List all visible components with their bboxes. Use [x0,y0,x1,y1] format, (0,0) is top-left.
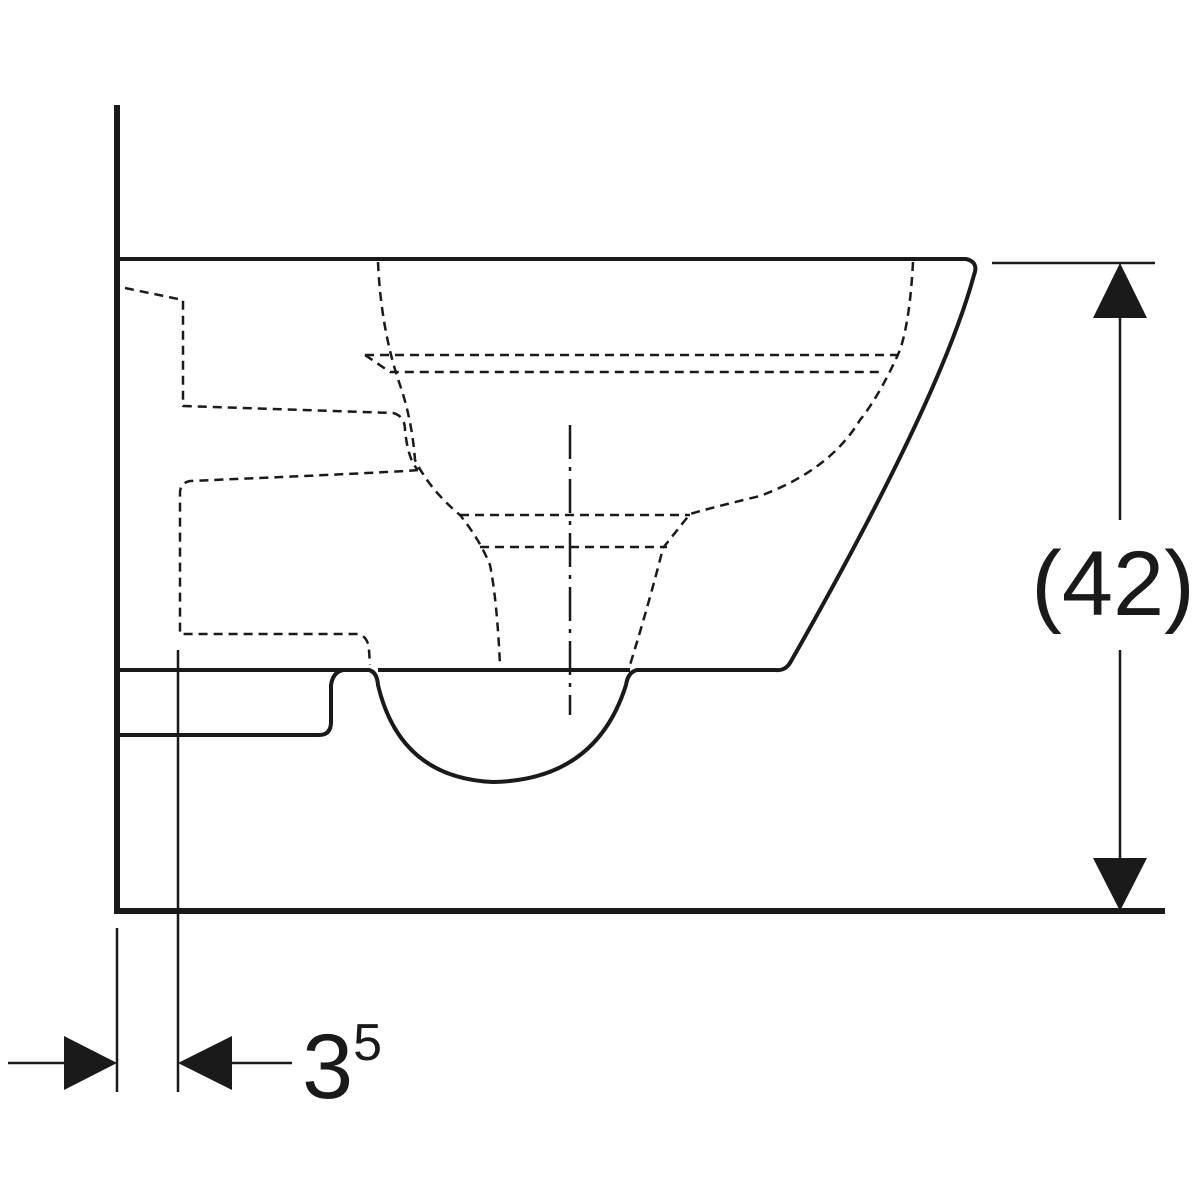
bowl-body-outline [120,257,978,784]
arrow-up-head [1093,263,1147,318]
bowl-outline [120,257,978,784]
inlet-channel-contour [178,468,419,666]
hidden-contours [124,261,915,666]
height-dimension [992,261,1155,872]
arrow-right-head [64,1036,117,1090]
arrow-down-head [1093,858,1147,911]
offset-dimension-base: 3 [302,1016,353,1118]
height-dimension-label: (42) [1031,533,1195,635]
arrow-left-head [178,1036,232,1090]
bowl-inner-left-contour [376,261,502,666]
rim-channel-contour [124,286,419,471]
bowl-inner-right-contour [628,261,915,666]
offset-dimension [8,650,292,1092]
offset-dimension-superscript: 5 [353,1014,382,1072]
rim-lower-line [364,353,882,374]
offset-dimension-label: 35 [302,1014,382,1118]
wall-and-floor [114,105,1165,914]
